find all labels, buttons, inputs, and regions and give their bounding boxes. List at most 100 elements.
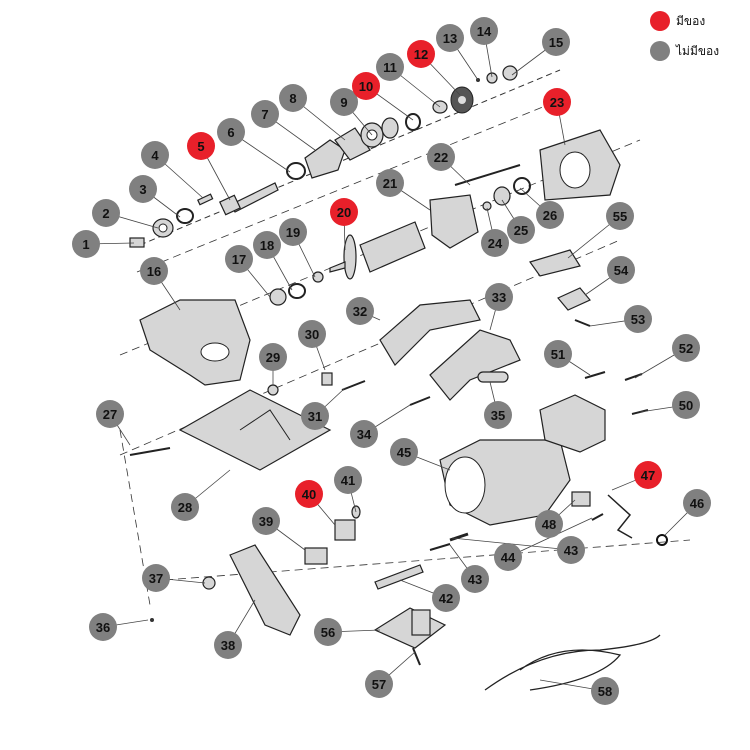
- part-callout-10-available[interactable]: 10: [352, 72, 380, 100]
- part-callout-43-unavailable[interactable]: 43: [557, 536, 585, 564]
- part-callout-51-unavailable[interactable]: 51: [544, 340, 572, 368]
- part-callout-32-unavailable[interactable]: 32: [346, 297, 374, 325]
- part-callout-54-unavailable[interactable]: 54: [607, 256, 635, 284]
- power-cord-58: [484, 634, 661, 691]
- part-callout-2-unavailable[interactable]: 2: [92, 199, 120, 227]
- callout-number-43: 43: [564, 543, 578, 558]
- callout-circle-36: [89, 613, 117, 641]
- callout-circle-8: [279, 84, 307, 112]
- part-callout-27-unavailable[interactable]: 27: [96, 400, 124, 428]
- callout-number-21: 21: [383, 176, 397, 191]
- part-callout-26-unavailable[interactable]: 26: [536, 201, 564, 229]
- part-callout-34-unavailable[interactable]: 34: [350, 420, 378, 448]
- part-callout-33-unavailable[interactable]: 33: [485, 283, 513, 311]
- part-callout-16-unavailable[interactable]: 16: [140, 257, 168, 285]
- part-callout-39-unavailable[interactable]: 39: [252, 507, 280, 535]
- cover-7: [304, 139, 346, 179]
- part-callout-28-unavailable[interactable]: 28: [171, 493, 199, 521]
- legend-available-label: มีของ: [676, 13, 706, 28]
- part-callout-36-unavailable[interactable]: 36: [89, 613, 117, 641]
- part-callout-23-available[interactable]: 23: [543, 88, 571, 116]
- part-callout-11-unavailable[interactable]: 11: [376, 53, 404, 81]
- fan-baffle-21: [429, 194, 479, 249]
- callout-circle-31: [301, 402, 329, 430]
- part-callout-5-available[interactable]: 5: [187, 132, 215, 160]
- part-callout-17-unavailable[interactable]: 17: [225, 245, 253, 273]
- part-callout-21-unavailable[interactable]: 21: [376, 169, 404, 197]
- part-callout-24-unavailable[interactable]: 24: [481, 229, 509, 257]
- part-callout-1-unavailable[interactable]: 1: [72, 230, 100, 258]
- part-callout-43-unavailable[interactable]: 43: [461, 565, 489, 593]
- part-callout-45-unavailable[interactable]: 45: [390, 438, 418, 466]
- callout-number-27: 27: [103, 407, 117, 422]
- part-callout-35-unavailable[interactable]: 35: [484, 401, 512, 429]
- callout-number-28: 28: [178, 500, 192, 515]
- callout-number-36: 36: [96, 620, 110, 635]
- part-callout-46-unavailable[interactable]: 46: [683, 489, 711, 517]
- screw-43: [429, 513, 604, 551]
- callout-circle-20: [330, 198, 358, 226]
- part-callout-19-unavailable[interactable]: 19: [279, 218, 307, 246]
- part-callout-15-unavailable[interactable]: 15: [542, 28, 570, 56]
- part-callout-31-unavailable[interactable]: 31: [301, 402, 329, 430]
- part-callout-20-available[interactable]: 20: [330, 198, 358, 226]
- callout-circle-12: [407, 40, 435, 68]
- part-callout-12-available[interactable]: 12: [407, 40, 435, 68]
- part-callout-57-unavailable[interactable]: 57: [365, 670, 393, 698]
- part-callout-47-available[interactable]: 47: [634, 461, 662, 489]
- part-callout-41-unavailable[interactable]: 41: [334, 466, 362, 494]
- callout-number-20: 20: [337, 205, 351, 220]
- screw-53: [574, 319, 591, 327]
- part-callout-56-unavailable[interactable]: 56: [314, 618, 342, 646]
- armature-20: [329, 221, 426, 280]
- callout-circle-14: [470, 17, 498, 45]
- callout-number-58: 58: [598, 684, 612, 699]
- callout-circle-41: [334, 466, 362, 494]
- callout-number-35: 35: [491, 408, 505, 423]
- shaft-42: [374, 564, 424, 590]
- callout-number-25: 25: [514, 223, 528, 238]
- part-callout-48-unavailable[interactable]: 48: [535, 510, 563, 538]
- cover-55: [529, 249, 581, 277]
- part-callout-30-unavailable[interactable]: 30: [298, 320, 326, 348]
- available-dot-icon: [650, 11, 670, 31]
- part-callout-8-unavailable[interactable]: 8: [279, 84, 307, 112]
- part-callout-7-unavailable[interactable]: 7: [251, 100, 279, 128]
- legend-unavailable: ไม่มีของ: [650, 36, 746, 66]
- part-callout-4-unavailable[interactable]: 4: [141, 141, 169, 169]
- callout-number-3: 3: [139, 182, 146, 197]
- part-callout-3-unavailable[interactable]: 3: [129, 175, 157, 203]
- bearing-9: [360, 117, 399, 148]
- part-callout-42-unavailable[interactable]: 42: [432, 584, 460, 612]
- part-callout-53-unavailable[interactable]: 53: [624, 305, 652, 333]
- callout-number-39: 39: [259, 514, 273, 529]
- part-callout-9-unavailable[interactable]: 9: [330, 88, 358, 116]
- part-callout-25-unavailable[interactable]: 25: [507, 216, 535, 244]
- part-callout-37-unavailable[interactable]: 37: [142, 564, 170, 592]
- part-callout-58-unavailable[interactable]: 58: [591, 677, 619, 705]
- callout-circle-43: [461, 565, 489, 593]
- part-callout-22-unavailable[interactable]: 22: [427, 143, 455, 171]
- legend-unavailable-label: ไม่มีของ: [676, 43, 720, 58]
- part-callout-6-unavailable[interactable]: 6: [217, 118, 245, 146]
- callout-number-11: 11: [383, 60, 397, 75]
- screw-57: [412, 647, 421, 666]
- part-callout-50-unavailable[interactable]: 50: [672, 391, 700, 419]
- part-callout-40-available[interactable]: 40: [295, 480, 323, 508]
- callout-number-19: 19: [286, 225, 300, 240]
- callout-circle-6: [217, 118, 245, 146]
- part-callout-55-unavailable[interactable]: 55: [606, 202, 634, 230]
- part-callout-52-unavailable[interactable]: 52: [672, 334, 700, 362]
- part-callout-14-unavailable[interactable]: 14: [470, 17, 498, 45]
- stator-23: [539, 129, 621, 201]
- part-callout-13-unavailable[interactable]: 13: [436, 24, 464, 52]
- part-callout-18-unavailable[interactable]: 18: [253, 231, 281, 259]
- callout-circle-42: [432, 584, 460, 612]
- part-callout-38-unavailable[interactable]: 38: [214, 631, 242, 659]
- bearing-17: [269, 288, 287, 306]
- part-callout-44-unavailable[interactable]: 44: [494, 543, 522, 571]
- callout-number-54: 54: [614, 263, 629, 278]
- callout-circle-13: [436, 24, 464, 52]
- part-callout-29-unavailable[interactable]: 29: [259, 343, 287, 371]
